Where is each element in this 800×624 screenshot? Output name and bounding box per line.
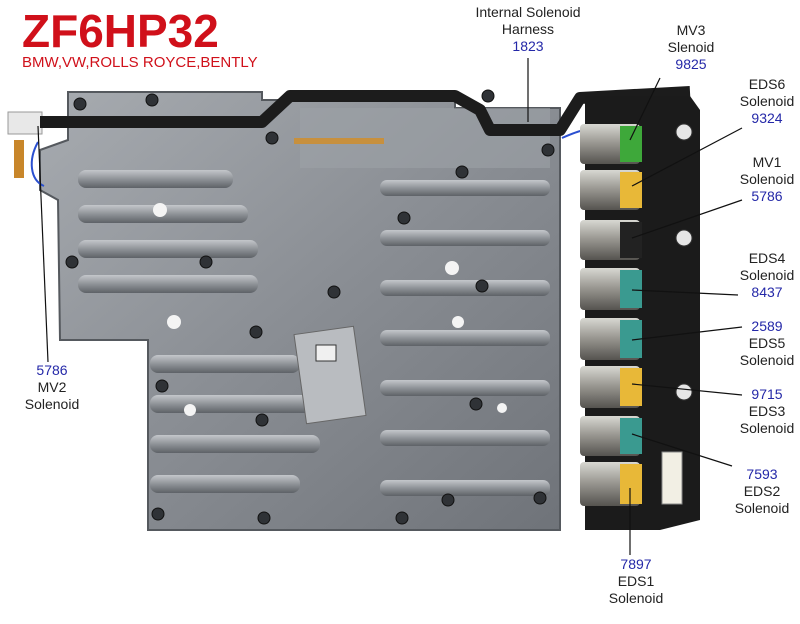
callout-mv1-part: 5786 — [751, 188, 783, 204]
rail-connector — [661, 451, 683, 505]
harness-pin — [294, 138, 384, 144]
left-connector — [14, 140, 24, 178]
callout-mv1: MV1 Solenoid 5786 — [732, 154, 800, 205]
callout-eds3-name-2: Solenoid — [739, 420, 795, 436]
callout-eds5-name: EDS5 — [748, 335, 786, 351]
vehicle-makes: BMW,VW,ROLLS ROYCE,BENTLY — [22, 54, 258, 71]
callout-eds4-name: EDS4 — [748, 250, 786, 266]
callout-eds3: 9715 EDS3 Solenoid — [732, 386, 800, 437]
callout-eds1-name-2: Solenoid — [608, 590, 664, 606]
left-bracket — [7, 111, 43, 135]
spool-bores-left — [78, 170, 320, 493]
callout-harness: Internal Solenoid Harness 1823 — [466, 4, 590, 55]
spool-bores-right — [380, 180, 550, 496]
callout-eds6: EDS6 Solenoid 9324 — [732, 76, 800, 127]
callout-eds2: 7593 EDS2 Solenoid — [724, 466, 800, 517]
callout-eds6-name-2: Solenoid — [739, 93, 795, 109]
rail-mount-holes — [675, 123, 693, 401]
part-label-plate — [293, 325, 367, 425]
callout-mv3-name-2: Slenoid — [667, 39, 715, 55]
callout-eds5-name-2: Solenoid — [739, 352, 795, 368]
callout-eds4-name-2: Solenoid — [739, 267, 795, 283]
callout-eds5: 2589 EDS5 Solenoid — [732, 318, 800, 369]
internal-harness-wire — [40, 86, 691, 136]
serial-barcode — [315, 344, 337, 362]
callout-eds4: EDS4 Solenoid 8437 — [732, 250, 800, 301]
callout-mv2: 5786 MV2 Solenoid — [14, 362, 90, 413]
callout-eds2-name: EDS2 — [743, 483, 781, 499]
plug-holes — [153, 203, 507, 416]
page-title: ZF6HP32 — [22, 5, 219, 57]
callout-mv3: MV3 Slenoid 9825 — [656, 22, 726, 73]
callout-eds4-part: 8437 — [751, 284, 783, 300]
callout-mv1-name: MV1 — [752, 154, 782, 170]
callout-eds2-name-2: Solenoid — [734, 500, 790, 516]
solenoid-stack — [580, 124, 642, 506]
callout-eds1: 7897 EDS1 Solenoid — [598, 556, 674, 607]
callout-harness-name: Internal Solenoid — [475, 4, 581, 20]
callout-eds3-part: 9715 — [751, 386, 783, 402]
callout-mv3-name: MV3 — [676, 22, 706, 38]
callout-eds3-name: EDS3 — [748, 403, 786, 419]
callout-harness-part: 1823 — [512, 38, 544, 54]
leader-lines — [37, 58, 743, 555]
callout-harness-name-2: Harness — [501, 21, 555, 37]
mounting-bolts — [65, 89, 555, 525]
callout-eds1-part: 7897 — [620, 556, 652, 572]
callout-eds5-part: 2589 — [751, 318, 783, 334]
callout-mv3-part: 9825 — [675, 56, 707, 72]
callout-mv2-name: MV2 — [37, 379, 67, 395]
callout-eds2-part: 7593 — [746, 466, 778, 482]
callout-mv2-part: 5786 — [36, 362, 68, 378]
callout-mv1-name-2: Solenoid — [739, 171, 795, 187]
callout-eds6-name: EDS6 — [748, 76, 786, 92]
callout-eds1-name: EDS1 — [617, 573, 655, 589]
callout-eds6-part: 9324 — [751, 110, 783, 126]
callout-mv2-name-2: Solenoid — [24, 396, 80, 412]
